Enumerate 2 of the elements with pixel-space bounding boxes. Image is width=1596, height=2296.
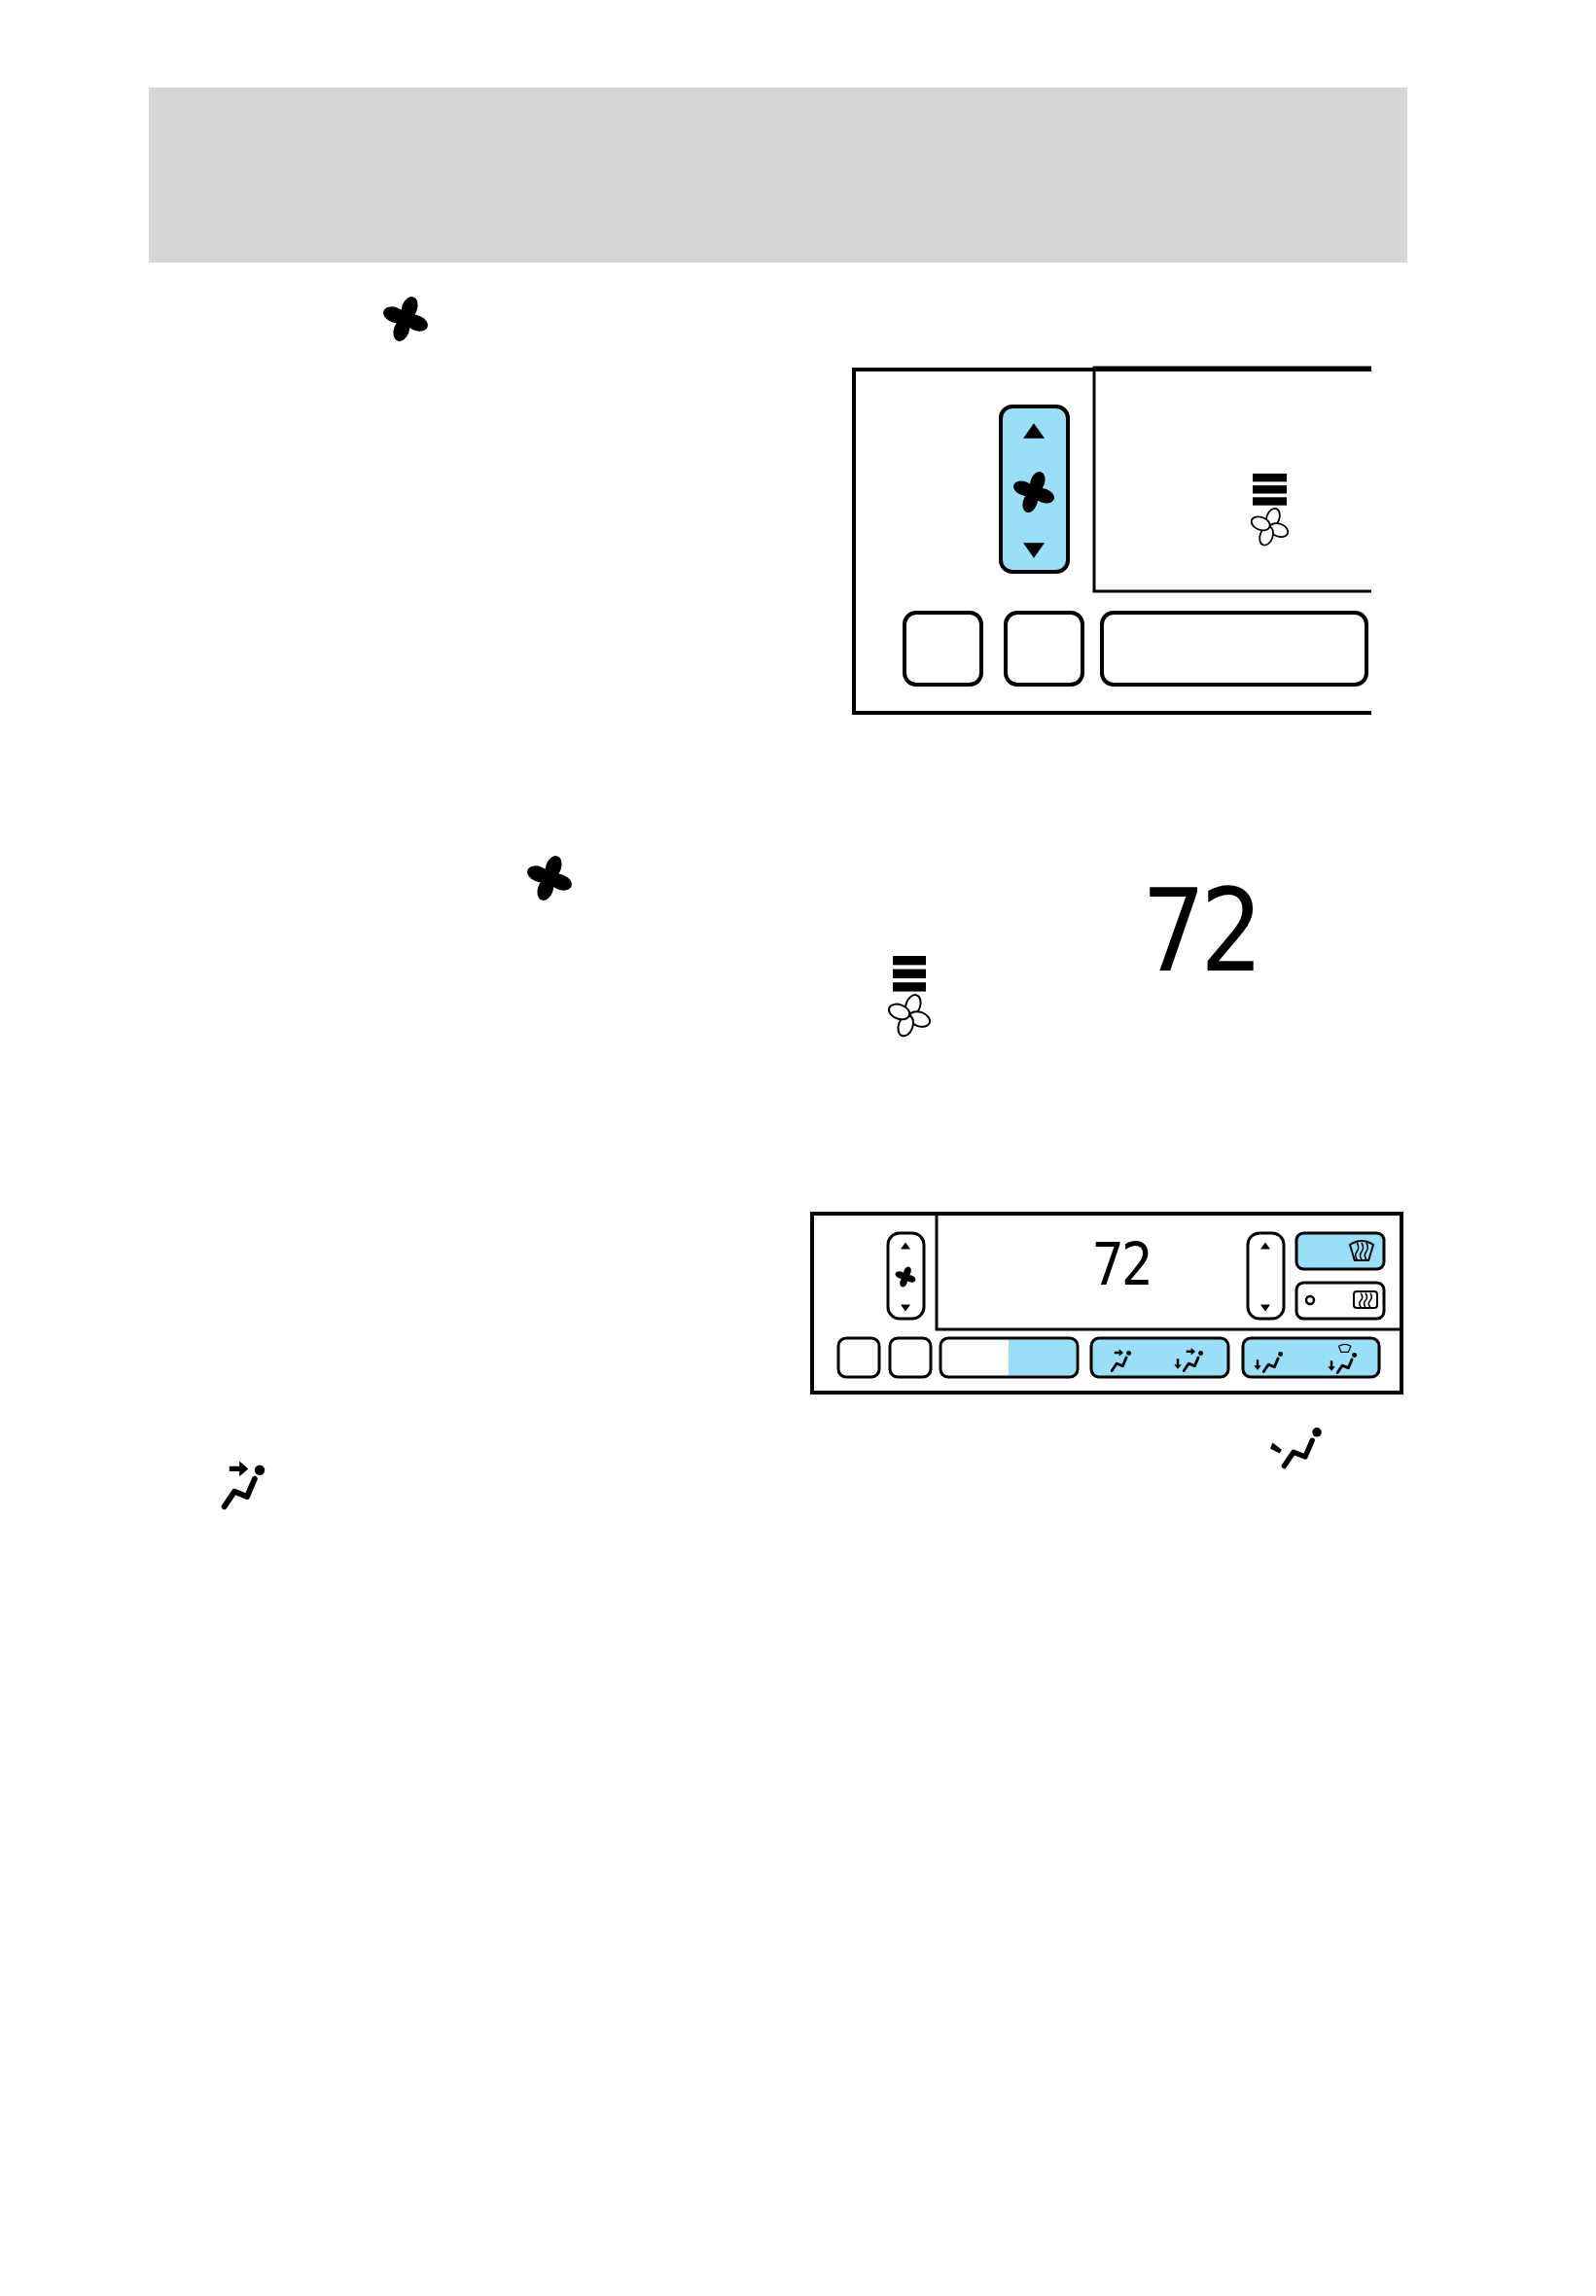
temperature-readout: 72 — [1143, 873, 1258, 988]
temperature-readout: 72 — [1092, 1235, 1151, 1293]
